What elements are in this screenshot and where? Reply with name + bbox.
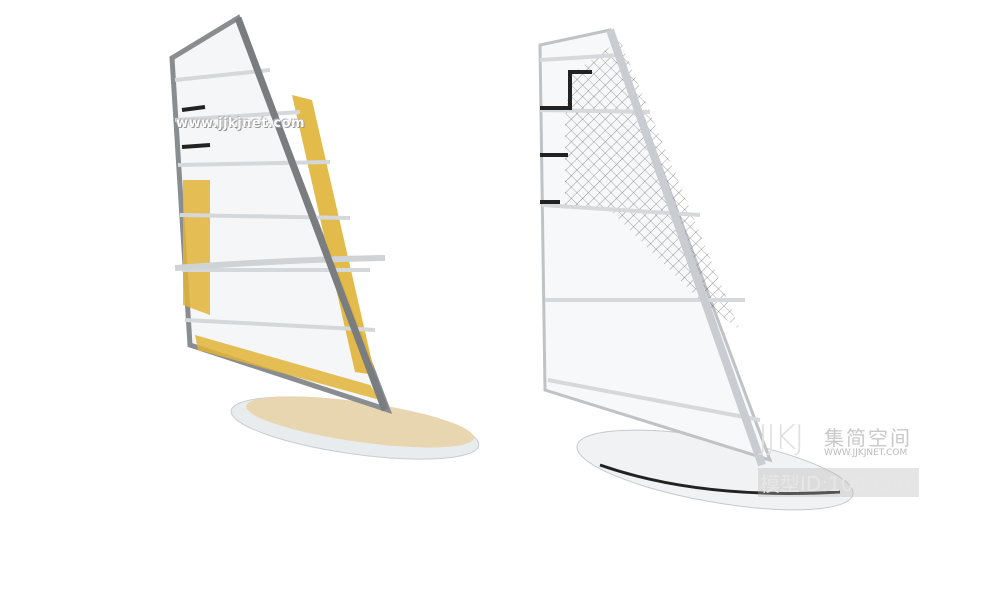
right-mast — [606, 28, 766, 467]
watermark-brand: 集简空间 — [824, 426, 912, 450]
left-sail-accent — [292, 95, 375, 375]
watermark-top: www.jjkjnet.com — [176, 116, 306, 131]
left-boom — [174, 255, 386, 271]
watermark-model-id: 模型ID:1005846 — [758, 468, 920, 497]
left-windsurfer — [169, 14, 480, 460]
right-windsurfer — [538, 28, 854, 511]
watermark-logo-letters: JJKJ — [758, 418, 804, 458]
left-mast — [234, 16, 389, 412]
watermark-url: WWW.JJKJNET.COM — [824, 448, 908, 458]
left-board-deck — [246, 396, 474, 448]
